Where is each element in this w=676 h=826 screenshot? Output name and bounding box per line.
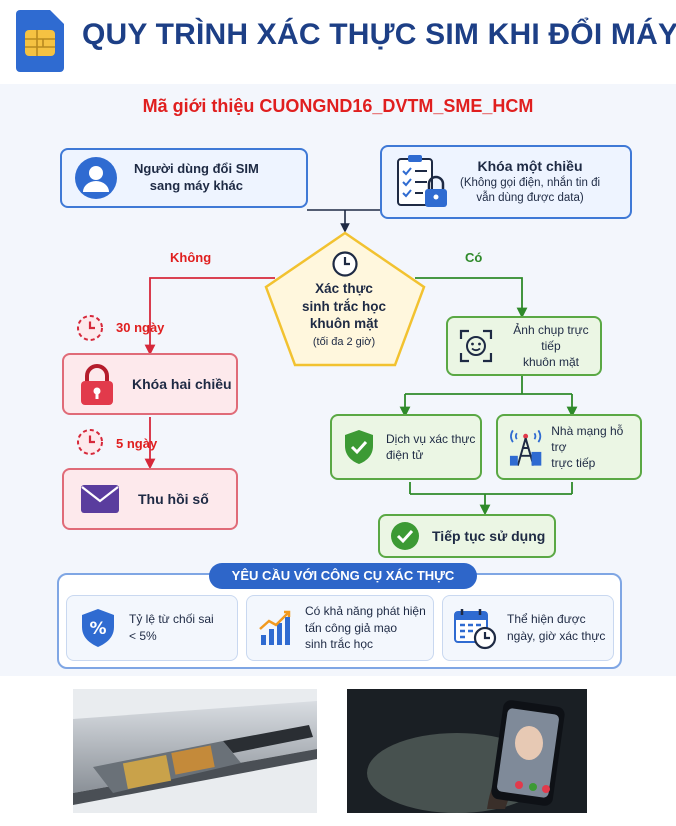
biometric-text: Xác thực sinh trắc học khuôn mặt (tối đa…: [264, 280, 424, 348]
branch-yes-label: Có: [465, 250, 483, 265]
req2-line1: Có khả năng phát hiện: [305, 603, 426, 618]
biometric-note: (tối đa 2 giờ): [312, 335, 376, 348]
photo-video-call: [347, 689, 587, 813]
one-way-lock-desc2: vẫn dùng được data): [476, 192, 584, 205]
shield-check-icon: [345, 430, 373, 464]
carrier-line2: trực tiếp: [551, 456, 596, 471]
check-circle-icon: [391, 522, 419, 550]
biometric-line3: khuôn mặt: [309, 316, 379, 332]
e-auth-line2: điện tử: [386, 448, 424, 462]
requirement-spoof-detection: Có khả năng phát hiện tấn công giả mạo s…: [246, 595, 434, 661]
user-change-sim-box: Người dùng đổi SIM sang máy khác: [60, 148, 308, 208]
live-photo-box: Ảnh chụp trực tiếp khuôn mặt: [446, 316, 602, 376]
page-title: QUY TRÌNH XÁC THỰC SIM KHI ĐỔI MÁY: [82, 18, 676, 51]
e-auth-service-box: Dịch vụ xác thực điện tử: [330, 414, 482, 480]
biometric-line2: sinh trắc học: [301, 298, 387, 314]
one-way-lock-desc1: (Không gọi điện, nhắn tin đi: [460, 176, 601, 189]
two-way-lock-label: Khóa hai chiều: [132, 375, 232, 392]
e-auth-line1: Dịch vụ xác thực: [386, 431, 476, 446]
one-way-lock-title: Khóa một chiều: [477, 158, 583, 175]
calendar-clock-icon: [454, 609, 497, 650]
header: QUY TRÌNH XÁC THỰC SIM KHI ĐỔI MÁY: [0, 0, 676, 84]
continue-using-box: Tiếp tục sử dụng: [378, 514, 556, 558]
req2-line3: sinh trắc học: [305, 637, 374, 652]
user-change-line1: Người dùng đổi SIM: [134, 161, 259, 177]
req1-line1: Tỷ lệ từ chối sai: [129, 612, 214, 627]
clock-icon: [332, 251, 358, 277]
req2-line2: tấn công giả mạo: [305, 620, 398, 635]
biometric-line1: Xác thực: [315, 281, 373, 296]
live-photo-line1: Ảnh chụp trực tiếp: [513, 322, 589, 353]
timer-5-label: 5 ngày: [116, 436, 158, 451]
flow-connectors: [144, 209, 578, 680]
continue-label: Tiếp tục sử dụng: [432, 527, 546, 544]
live-photo-line2: khuôn mặt: [522, 355, 579, 370]
requirement-timestamp: Thể hiện được ngày, giờ xác thực: [442, 595, 614, 661]
biometric-pentagon: [264, 231, 426, 367]
req1-line2: < 5%: [129, 629, 157, 643]
growth-chart-icon: [259, 610, 291, 645]
timer-30-label: 30 ngày: [116, 320, 165, 335]
percent-shield-icon: %: [82, 609, 114, 647]
revoke-label: Thu hồi số: [138, 490, 209, 507]
referral-code: Mã giới thiệu CUONGND16_DVTM_SME_HCM: [142, 96, 534, 116]
req3-line1: Thể hiện được: [507, 612, 586, 627]
photo-sim-tray: [73, 689, 317, 813]
svg-text:%: %: [89, 619, 106, 639]
user-change-line2: sang máy khác: [149, 178, 244, 193]
carrier-support-box: Nhà mạng hỗ trợ trực tiếp: [496, 414, 642, 480]
timer-30-clock-icon: [77, 315, 103, 341]
padlock-icon: [81, 364, 113, 405]
user-icon: [75, 157, 117, 199]
requirement-false-rejection: % Tỷ lệ từ chối sai < 5%: [66, 595, 238, 661]
two-way-lock-box: Khóa hai chiều: [62, 353, 238, 415]
timer-5-clock-icon: [77, 429, 103, 455]
checklist-lock-icon: [397, 155, 447, 207]
face-scan-icon: [459, 329, 493, 363]
branch-no-label: Không: [170, 250, 212, 265]
carrier-line1: Nhà mạng hỗ trợ: [551, 423, 624, 454]
requirements-title: YÊU CẦU VỚI CÔNG CỤ XÁC THỰC: [209, 563, 477, 589]
revoke-number-box: Thu hồi số: [62, 468, 238, 530]
envelope-icon: [81, 485, 119, 513]
req3-line2: ngày, giờ xác thực: [507, 629, 606, 643]
one-way-lock-box: Khóa một chiều (Không gọi điện, nhắn tin…: [380, 145, 632, 219]
sim-card-icon: [16, 10, 64, 72]
cell-tower-icon: [509, 429, 542, 466]
